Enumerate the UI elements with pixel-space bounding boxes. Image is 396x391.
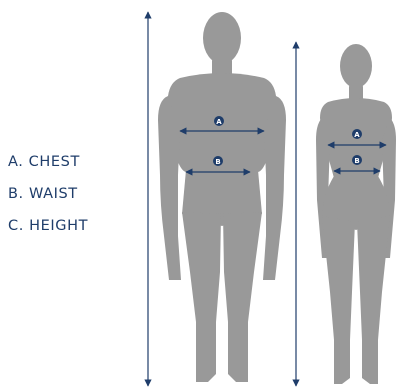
male-waist-badge: B <box>213 156 223 166</box>
female-chest-badge-letter: A <box>354 131 360 139</box>
male-waist-badge-letter: B <box>215 158 220 166</box>
female-waist-badge: B <box>352 155 362 165</box>
male-chest-badge-letter: A <box>216 118 222 126</box>
male-silhouette <box>158 12 286 382</box>
female-waist-badge-letter: B <box>354 157 359 165</box>
female-silhouette <box>316 44 396 384</box>
male-chest-badge: A <box>214 116 224 126</box>
female-chest-badge: A <box>352 129 362 139</box>
